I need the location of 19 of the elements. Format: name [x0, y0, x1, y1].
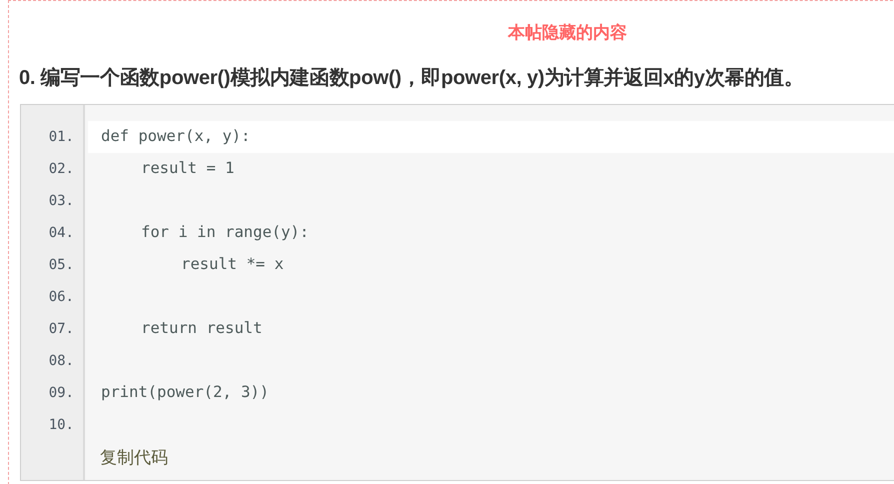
code-line: def power(x, y):: [101, 127, 250, 145]
line-number: 05.: [48, 256, 74, 274]
code-line: for i in range(y):: [141, 223, 309, 241]
code-line: result = 1: [141, 159, 234, 177]
copy-code-link: 复制代码: [100, 448, 168, 468]
line-number: 03.: [48, 192, 74, 210]
line-number: 04.: [48, 224, 74, 242]
code-line: print(power(2, 3)): [101, 383, 269, 401]
line-number: 06.: [48, 288, 74, 306]
line-number: 10.: [48, 416, 74, 434]
line-number: 01.: [48, 128, 74, 146]
code-line: return result: [141, 319, 262, 337]
line-number: 02.: [48, 160, 74, 178]
code-line: result *= x: [181, 255, 284, 273]
line-number: 07.: [48, 320, 74, 338]
hidden-content-notice: 本帖隐藏的内容: [508, 22, 627, 44]
heading: 0. 编写一个函数power()模拟内建函数pow()，即power(x, y)为计算并返回x的y次幂的值。: [19, 66, 804, 91]
line-number: 09.: [48, 384, 74, 402]
line-number: 08.: [48, 352, 74, 370]
